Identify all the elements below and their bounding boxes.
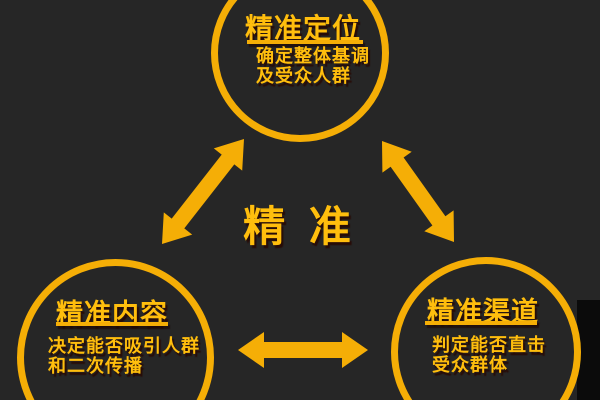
desc-line: 判定能否直击	[432, 335, 546, 355]
desc-line: 及受众人群	[256, 66, 351, 86]
center-label: 精 准	[243, 203, 357, 250]
title-underline-positioning	[247, 40, 363, 44]
double-arrow-top-to-channel	[382, 141, 454, 242]
title-underline-content	[56, 322, 168, 326]
corner-block	[577, 300, 600, 400]
double-arrow-top-to-content	[162, 139, 244, 244]
node-circle-positioning	[211, 0, 389, 142]
desc-line: 决定能否吸引人群	[48, 336, 200, 356]
title-underline-channel	[425, 321, 537, 325]
node-desc-positioning: 确定整体基调 及受众人群	[256, 46, 370, 86]
node-circle-channel	[391, 257, 581, 400]
node-desc-channel: 判定能否直击 受众群体	[432, 335, 546, 375]
desc-line: 和二次传播	[48, 356, 143, 376]
desc-line: 确定整体基调	[256, 46, 370, 66]
node-title-positioning: 精准定位	[244, 13, 361, 44]
double-arrow-content-to-channel	[238, 332, 368, 368]
desc-line: 受众群体	[432, 355, 508, 375]
node-desc-content: 决定能否吸引人群 和二次传播	[48, 336, 200, 376]
